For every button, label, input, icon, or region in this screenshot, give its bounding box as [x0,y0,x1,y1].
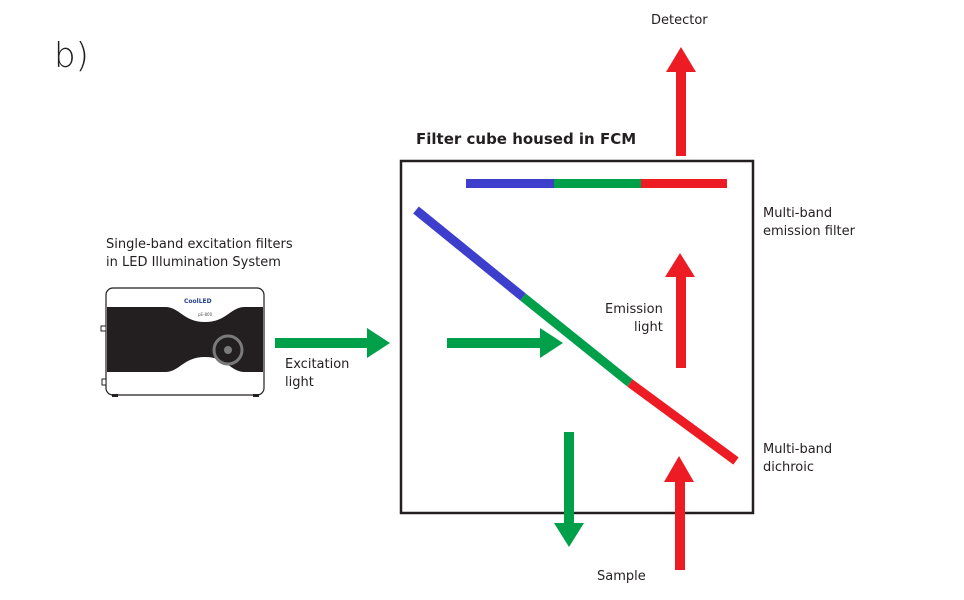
dichroic-blue-segment [413,206,526,301]
device-model-label: pE-800 [198,312,213,317]
emission-filter-blue-band [466,179,554,188]
device-dial-center [224,346,232,354]
filter-cube-title: Filter cube housed in FCM [416,130,637,148]
emission-filter-green-band [554,179,641,188]
emission-label-line1: Emission [605,302,663,317]
dichroic-green-segment [520,293,633,387]
dichroic-label-line1: Multi-band [763,442,833,457]
emission-filter-red-band [641,179,727,188]
excitation-light-arrow [275,328,390,358]
panel-label: b) [54,36,89,76]
detector-label: Detector [651,13,708,28]
sample-emission-arrow [664,456,694,570]
emission-light-arrow [665,253,695,368]
device-dial-ring [212,334,244,366]
led-system-label-line2: in LED Illumination System [106,255,281,270]
device-port-upper [100,325,107,332]
emission-label-line2: light [634,320,663,335]
inner-excitation-arrow [447,328,563,358]
excitation-to-sample-arrow [554,432,584,547]
led-illumination-device: CoolLED pE-800 [100,287,265,397]
excitation-label-line2: light [285,375,314,390]
device-foot-left [112,394,118,397]
emission-filter-label-line1: Multi-band [763,206,833,221]
device-port-lower [101,378,107,386]
excitation-label-line1: Excitation [285,357,350,372]
filter-cube-box [399,159,755,515]
emission-filter-label-line2: emission filter [763,224,855,239]
device-brand-logo: CoolLED [184,298,212,305]
sample-label: Sample [597,569,646,584]
device-dark-panel [107,307,263,372]
dichroic-red-segment [627,379,739,465]
dichroic-label-line2: dichroic [763,460,815,475]
detector-arrow [666,47,696,156]
led-system-label-line1: Single-band excitation filters [106,237,293,252]
device-foot-right [253,394,259,397]
